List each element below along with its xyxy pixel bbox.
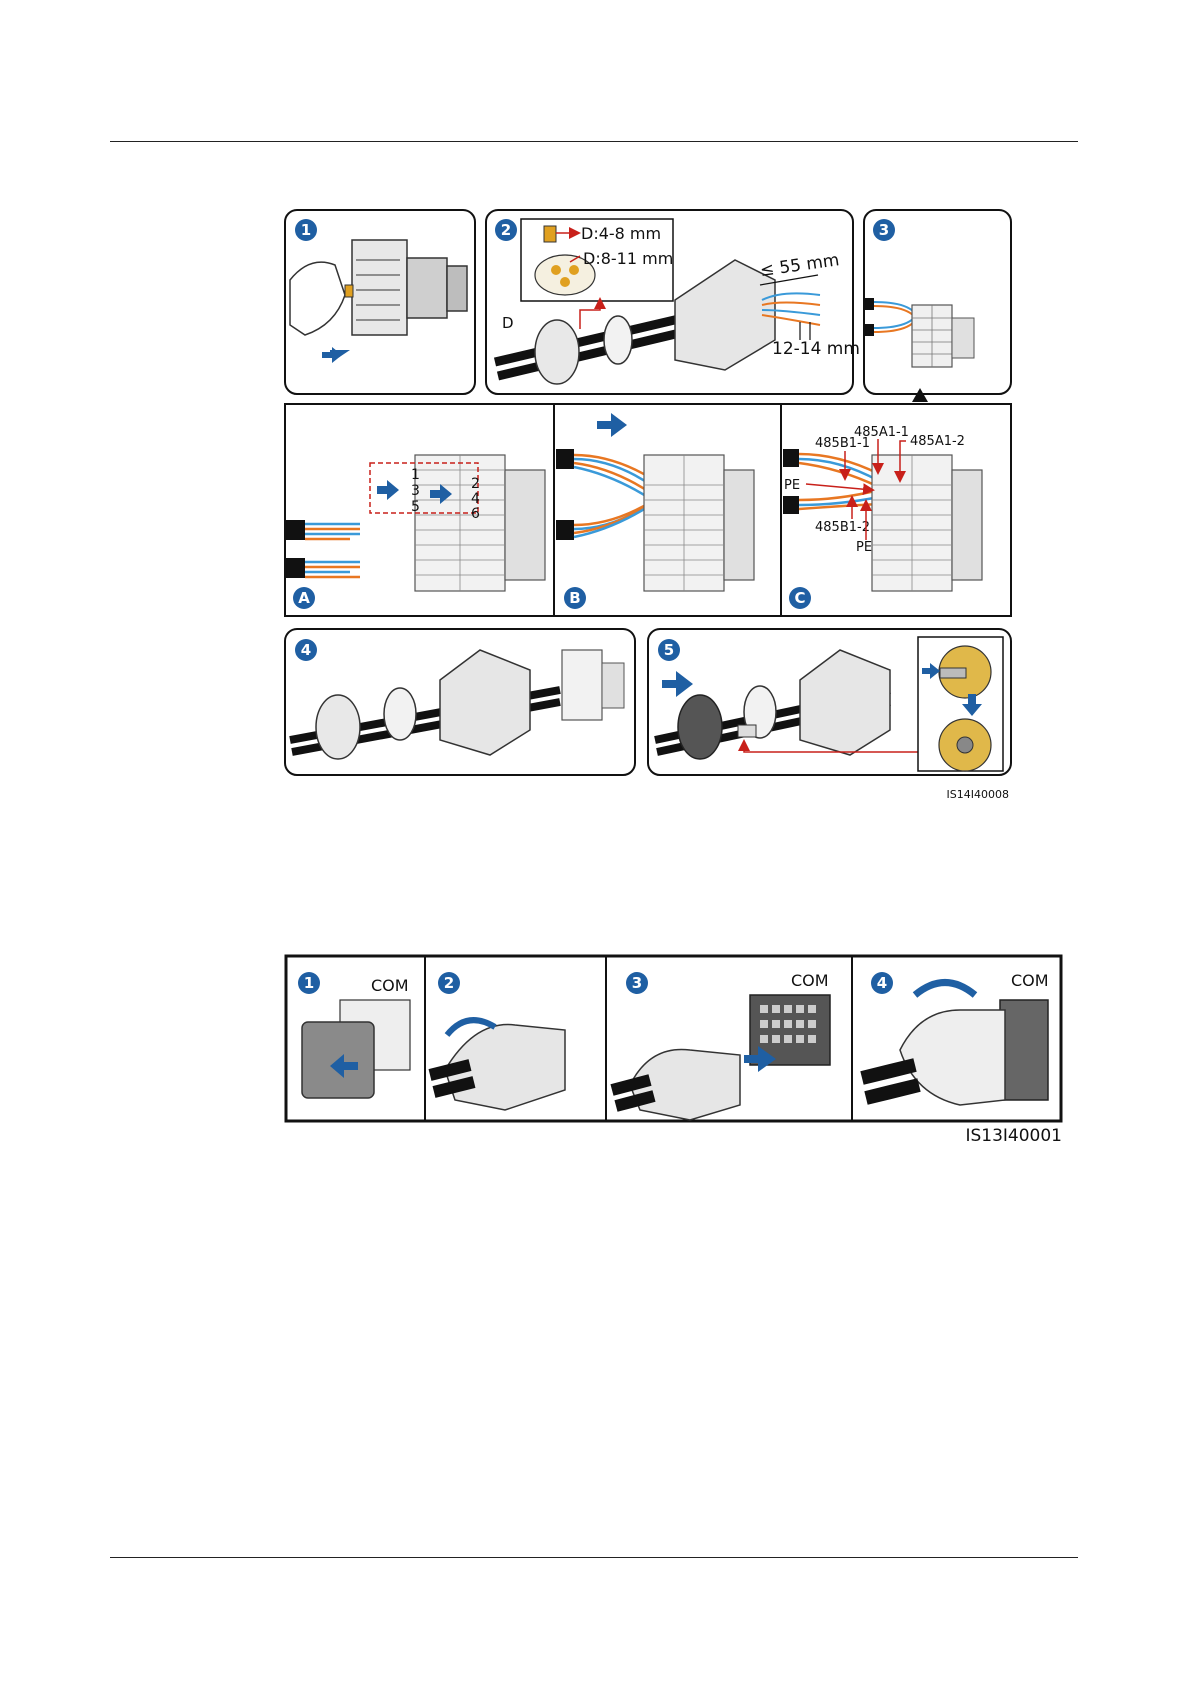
- panel-step-5: 5: [648, 629, 1011, 775]
- pin-485a1-2-label: 485A1-2: [910, 434, 965, 449]
- figure-1: 1 2 D:4-8 mm: [285, 210, 1011, 801]
- detail-panels: 1 2 3 4 5 6 A: [285, 404, 1011, 616]
- pin-label: 5: [411, 499, 420, 515]
- step-number: 5: [664, 641, 674, 659]
- swivel-nut: [535, 320, 579, 384]
- substep-label: B: [569, 589, 580, 607]
- dim-d-label: D: [502, 314, 514, 332]
- pe-label: PE: [784, 478, 800, 493]
- step-number: 2: [501, 221, 511, 239]
- figure-code: IS13I40001: [965, 1126, 1062, 1146]
- substep-label: C: [794, 589, 805, 607]
- pin-label: 6: [471, 506, 480, 522]
- step-number: 2: [444, 974, 454, 992]
- dim-d2-label: D:8-11 mm: [583, 249, 673, 268]
- com-label: COM: [371, 976, 409, 995]
- step-number: 4: [301, 641, 311, 659]
- pin-label: 1: [411, 467, 420, 483]
- panel-step-3: 3: [864, 210, 1011, 402]
- seal-ring: [604, 316, 632, 364]
- com-label: COM: [791, 971, 829, 990]
- pin-label: 2: [471, 476, 480, 492]
- figure-2: 1 COM 2 3 COM: [286, 956, 1062, 1146]
- com-label: COM: [1011, 971, 1049, 990]
- pe-label: PE: [856, 540, 872, 555]
- panel-step-2: 2 D:4-8 mm D:8-11 mm D: [486, 210, 860, 394]
- step-number: 1: [304, 974, 314, 992]
- dim-insul-label: 12-14 mm: [772, 339, 860, 359]
- step-number: 3: [879, 221, 889, 239]
- pin-label: 3: [411, 483, 420, 499]
- seal-plug-icon: [544, 226, 556, 242]
- step-number: 4: [877, 974, 887, 992]
- substep-label: A: [298, 589, 310, 607]
- pin-485b1-2-label: 485B1-2: [815, 520, 870, 535]
- dim-d1-label: D:4-8 mm: [581, 224, 661, 243]
- step-number: 1: [301, 221, 311, 239]
- step-number: 3: [632, 974, 642, 992]
- pin-label: 4: [471, 491, 480, 507]
- panel-step-4: 4: [285, 629, 635, 775]
- panel-step-1: 1: [285, 210, 475, 394]
- pin-485b1-1-label: 485B1-1: [815, 436, 870, 451]
- figure-code: IS14I40008: [947, 788, 1009, 801]
